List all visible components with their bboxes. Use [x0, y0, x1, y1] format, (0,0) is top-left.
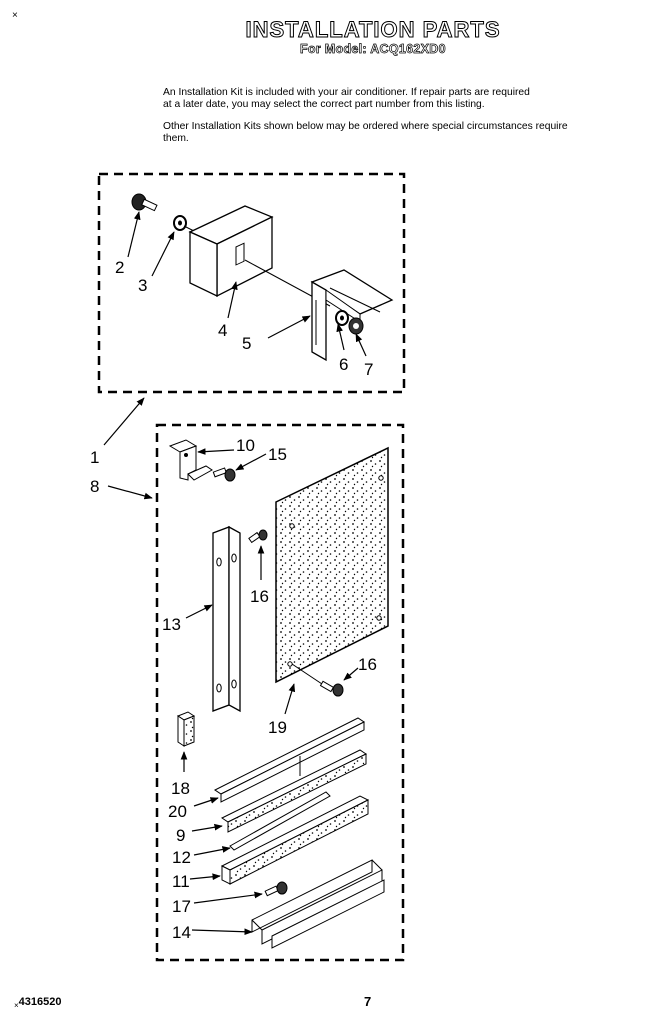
model-subtitle: For Model: ACQ162XD0: [300, 42, 446, 57]
foam-strip-part-11: [220, 795, 370, 885]
corner-mark: ×: [12, 10, 18, 21]
callout-6: 6: [339, 355, 348, 374]
washer-part-6: [335, 310, 349, 326]
page-title: INSTALLATION PARTS: [245, 17, 501, 43]
callout-16-upper: 16: [250, 587, 269, 606]
vertical-channel-part-13: [212, 525, 241, 713]
upper-kit-frame: [97, 172, 406, 394]
screw-part-15: [212, 467, 236, 482]
callout-11: 11: [172, 872, 190, 891]
filler-panel-part-19: [275, 446, 389, 684]
mounting-block-part-4: [188, 205, 274, 298]
intro-line: them.: [163, 133, 189, 145]
bottom-channel-part-14: [251, 859, 385, 949]
intro-line: Other Installation Kits shown below may …: [163, 121, 568, 132]
callout-16-lower: 16: [358, 655, 377, 674]
nut-part-7: [348, 317, 364, 335]
callout-8: 8: [90, 477, 99, 496]
intro-line: An Installation Kit is included with you…: [163, 87, 530, 98]
seal-strip-part-12: [229, 791, 331, 851]
callout-15: 15: [268, 445, 287, 464]
screw-part-16-lower: [291, 663, 344, 697]
bracket-part-5: [310, 269, 394, 362]
callout-13: 13: [162, 615, 181, 634]
screw-part-16-upper: [248, 529, 268, 544]
washer-part-3: [173, 215, 187, 231]
top-channel-part-20: [214, 717, 365, 803]
callout-12: 12: [172, 848, 191, 867]
callout-7: 7: [364, 360, 373, 379]
callout-1: 1: [90, 448, 99, 467]
callout-10: 10: [236, 436, 255, 455]
lower-kit-frame: [155, 423, 405, 962]
callout-20: 20: [168, 802, 187, 821]
corner-bracket-part-10: [168, 439, 213, 481]
callout-labels: 2 3 4 5 6 7 1 8 10 15 16 13 16 19 18 20 …: [90, 258, 377, 942]
foam-block-part-18: [176, 711, 196, 747]
screw-part-17: [264, 881, 288, 897]
callout-19: 19: [268, 718, 287, 737]
callout-18: 18: [171, 779, 190, 798]
doc-number-text: 4316520: [18, 996, 62, 1008]
callout-17: 17: [172, 897, 191, 916]
callout-3: 3: [138, 276, 147, 295]
screw-part-2: [131, 193, 158, 212]
callout-2: 2: [115, 258, 124, 277]
callout-14: 14: [172, 923, 191, 942]
callout-4: 4: [218, 321, 227, 340]
document-number: ×4316520: [14, 996, 62, 1010]
leader-arrows: [103, 211, 367, 936]
intro-paragraph-2: Other Installation Kits shown below may …: [163, 121, 643, 146]
intro-line: at a later date, you may select the corr…: [163, 99, 485, 111]
intro-paragraph-1: An Installation Kit is included with you…: [163, 87, 643, 112]
page-number: 7: [364, 994, 372, 1009]
callout-9: 9: [176, 826, 185, 845]
callout-5: 5: [242, 334, 251, 353]
foam-strip-part-9: [221, 749, 367, 833]
footer-mark: ×: [14, 1001, 19, 1010]
